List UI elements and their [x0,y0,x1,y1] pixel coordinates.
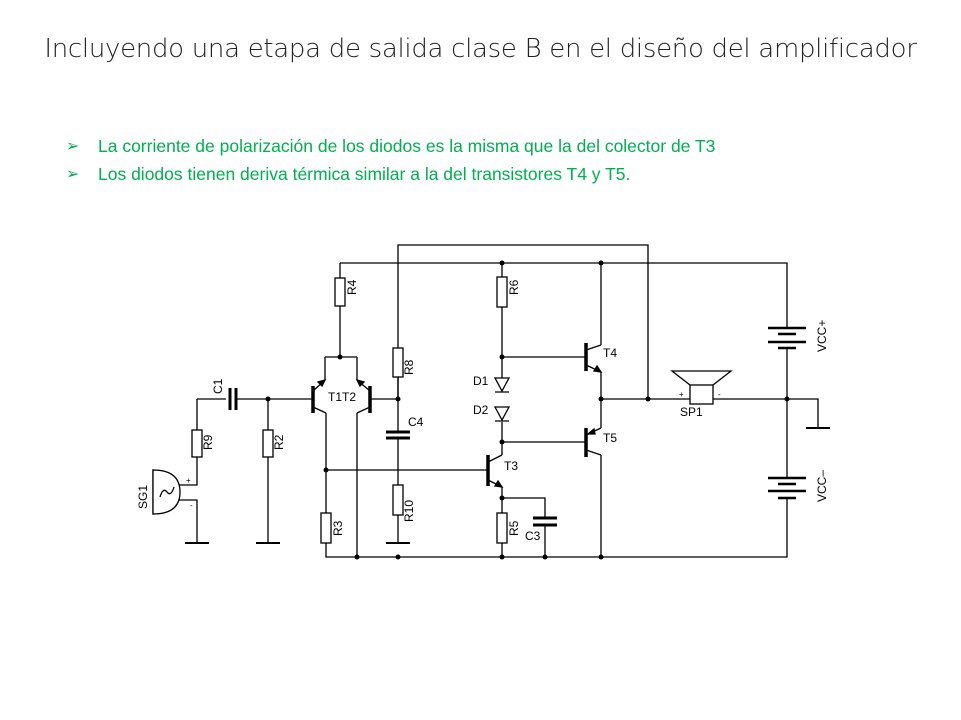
battery-vcc-minus [768,476,806,500]
label-sp1-minus: - [718,390,721,399]
resistor-r2 [262,429,274,458]
label-sg1-plus: + [186,476,191,485]
wires [178,244,819,558]
label-r9: R9 [201,434,215,450]
label-r3: R3 [331,520,345,536]
resistor-r10 [392,484,404,516]
resistor-r9 [191,429,203,458]
component-labels: R4 R9 R2 R3 R8 R10 R6 R5 C1 C4 C3 D1 D2 … [136,279,829,543]
slide-title: Incluyendo una etapa de salida clase B e… [44,34,917,64]
battery-vcc-plus [768,326,806,350]
bullet-text: Los diodos tienen deriva térmica similar… [98,163,631,184]
resistor-r4 [334,277,346,307]
capacitor-c1 [228,388,238,410]
ground-symbols [185,427,830,544]
bullet-text: La corriente de polarización de los diod… [98,135,716,156]
bullet-list: ➢ La corriente de polarización de los dio… [66,132,715,188]
label-d1: D1 [473,374,489,388]
batteries [768,326,806,500]
signal-generator-sg1 [152,469,181,515]
arrow-bullet-icon: ➢ [66,138,80,155]
speaker-sp1 [670,370,733,405]
diode-d2 [493,406,511,422]
label-t3: T3 [504,459,518,473]
resistors [191,276,508,544]
label-c4: C4 [408,415,424,429]
resistor-r6 [496,276,508,308]
diode-d1 [493,377,511,393]
capacitor-c4 [386,430,410,440]
label-vcc-minus: VCC– [815,470,829,502]
label-t5: T5 [603,431,617,445]
label-r8: R8 [402,359,416,375]
sine-icon [159,486,175,498]
arrow-bullet-icon: ➢ [66,166,80,183]
label-c3: C3 [525,529,541,543]
label-sg1-minus: - [190,501,193,510]
label-sg1: SG1 [136,485,150,509]
label-r5: R5 [507,520,521,536]
label-r2: R2 [272,434,286,450]
capacitors [228,388,557,527]
label-r6: R6 [507,279,521,295]
label-sp1: SP1 [680,405,703,419]
resistor-r5 [496,512,508,544]
label-c1: C1 [211,378,225,394]
bullet-item: ➢ La corriente de polarización de los dio… [66,132,715,160]
capacitor-c3 [533,516,557,527]
resistor-r8 [392,347,404,378]
label-t4: T4 [603,346,617,360]
label-r4: R4 [345,279,359,295]
junction-dots [265,260,790,560]
bullet-item: ➢ Los diodos tienen deriva térmica simila… [66,160,715,188]
label-sp1-plus: + [679,390,684,399]
label-vcc-plus: VCC+ [815,320,829,352]
label-t1t2: T1T2 [328,390,356,404]
diodes [493,377,511,422]
resistor-r3 [320,512,332,544]
transistors [311,343,603,488]
label-d2: D2 [473,403,489,417]
label-r10: R10 [402,500,416,522]
